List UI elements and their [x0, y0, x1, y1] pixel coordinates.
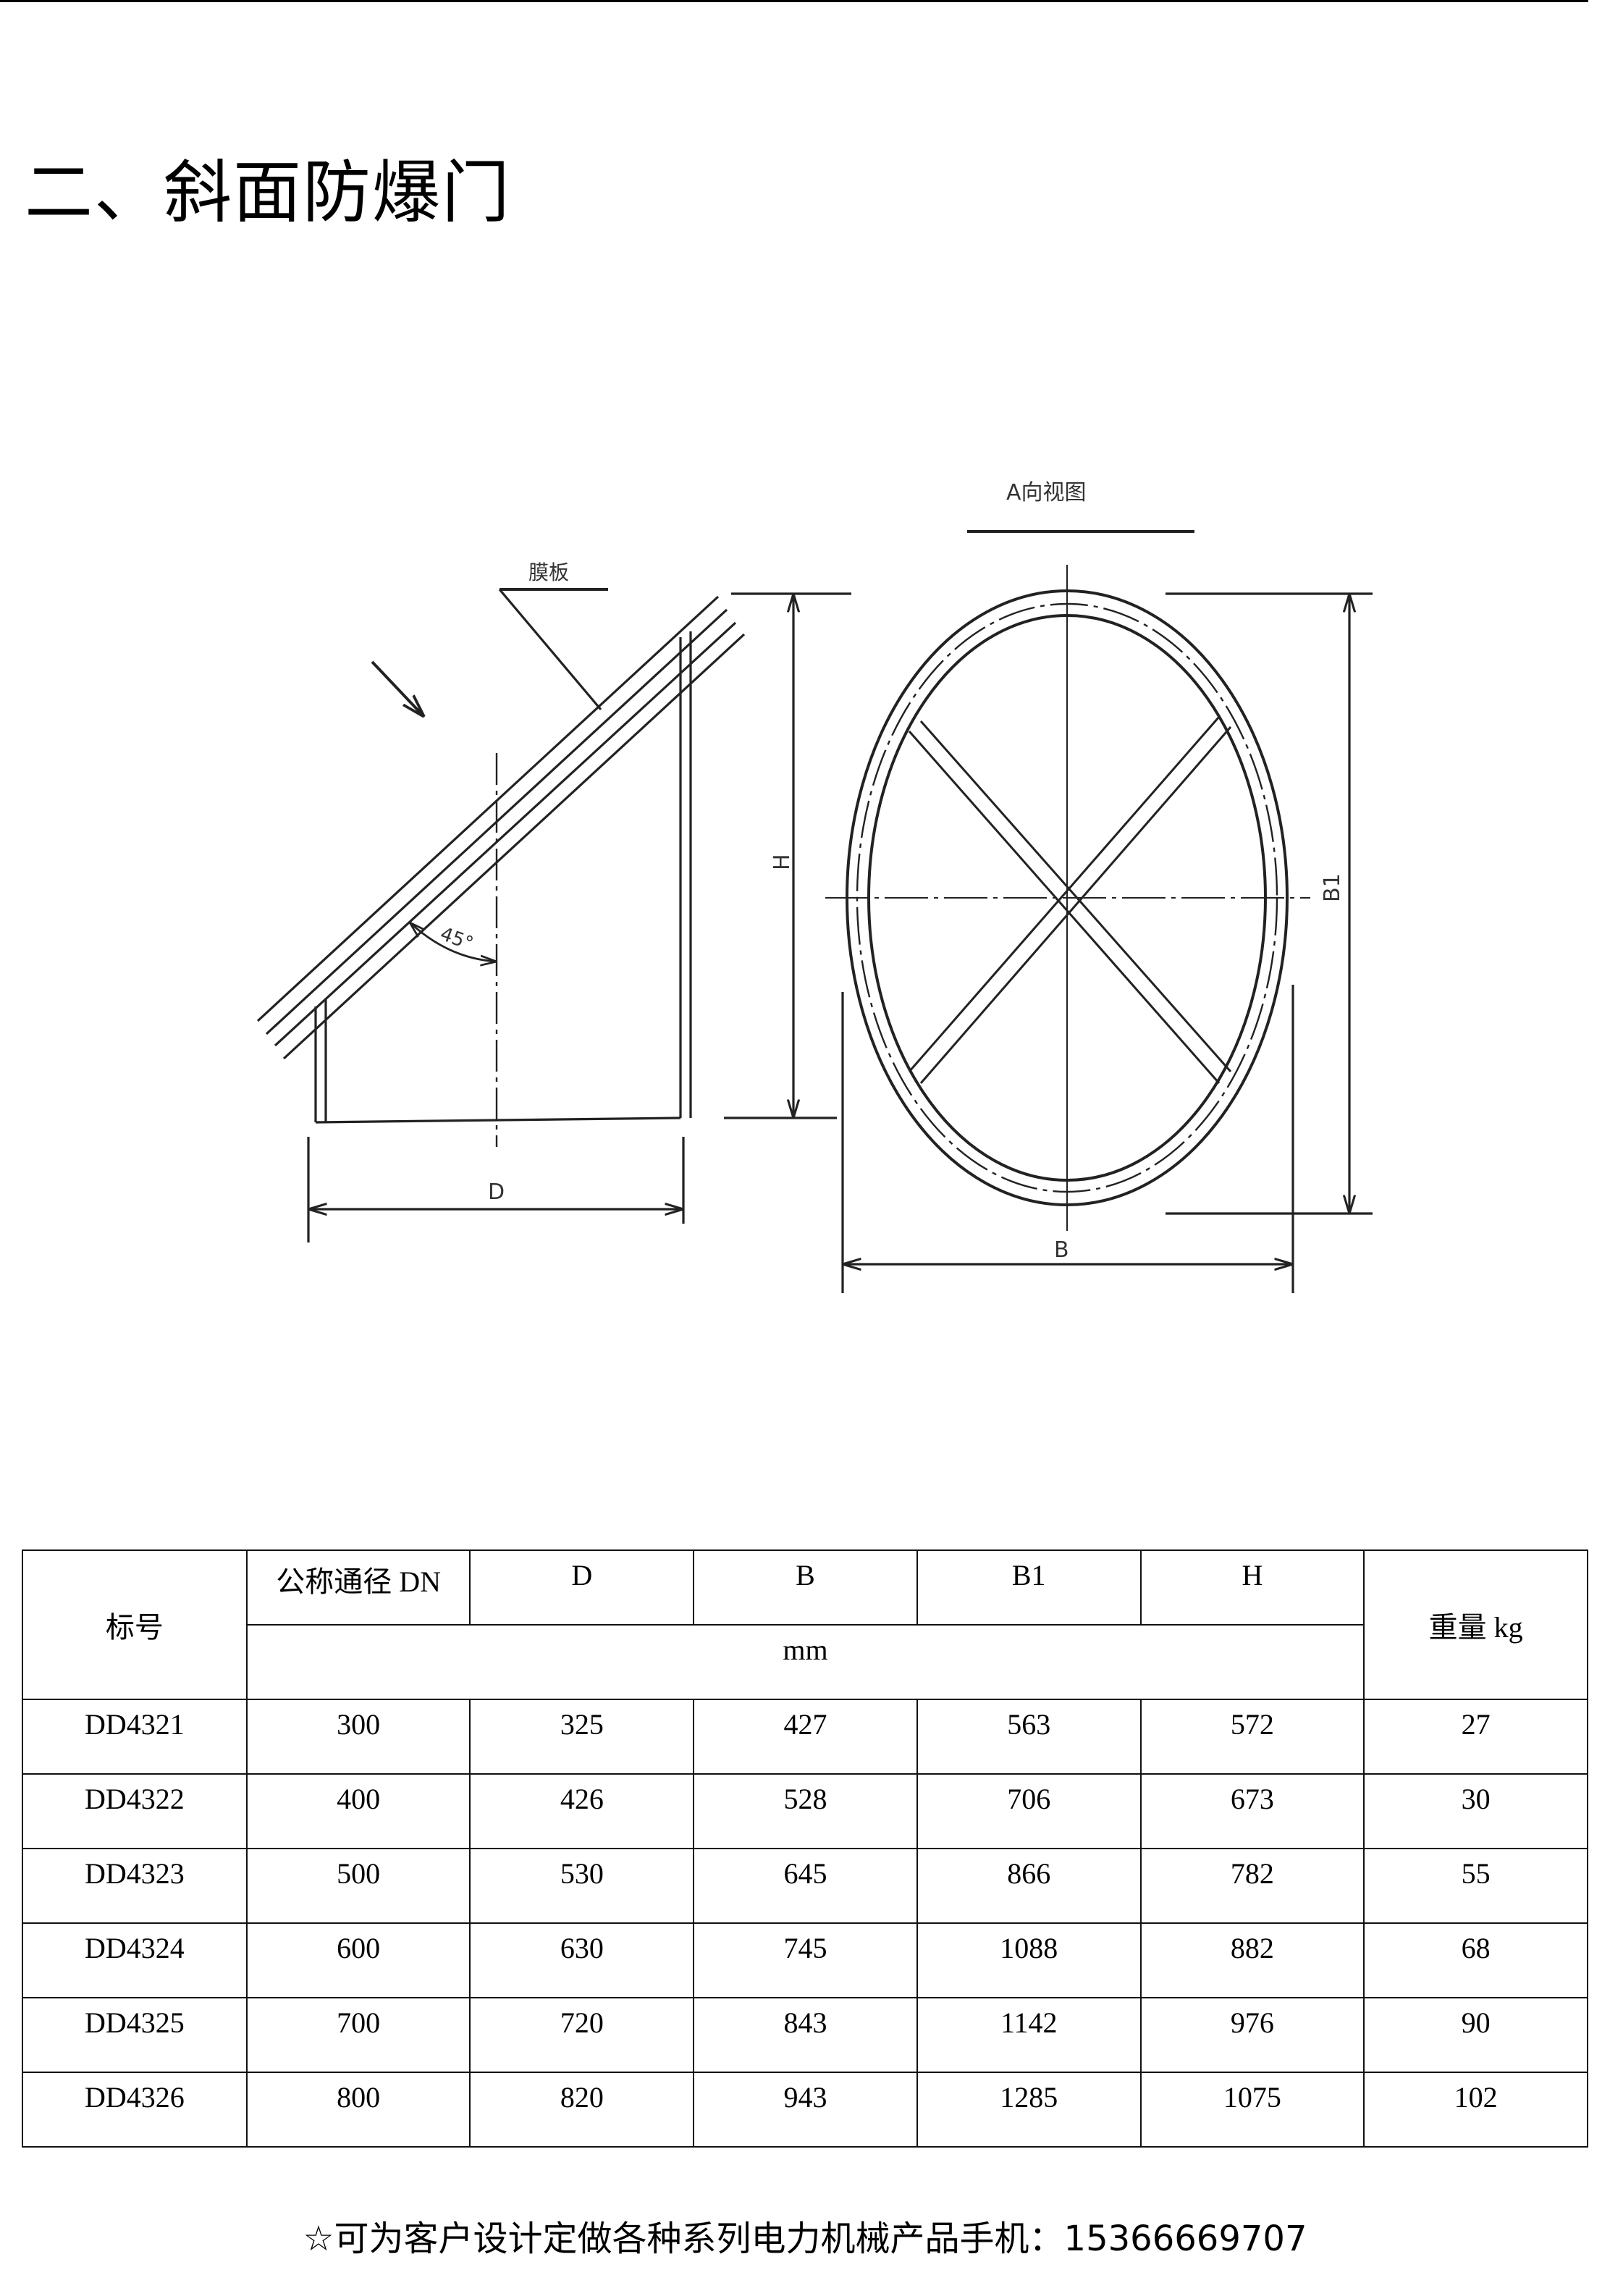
table-cell: DD4321 [22, 1699, 248, 1775]
table-cell: 427 [693, 1699, 918, 1775]
header-dn: 公称通径 DN [245, 1549, 471, 1626]
header-code: 标号 [22, 1549, 248, 1700]
side-view [256, 588, 851, 1242]
table-cell: 630 [469, 1922, 695, 1998]
header-b1: B1 [916, 1549, 1142, 1626]
table-cell: 800 [245, 2072, 471, 2148]
diameter-dimension-label: D [488, 1179, 505, 1205]
front-view [825, 530, 1373, 1293]
table-cell: 30 [1363, 1773, 1588, 1849]
table-cell: 1075 [1139, 2072, 1365, 2148]
table-cell: DD4326 [22, 2072, 248, 2148]
table-cell: 820 [469, 2072, 695, 2148]
table-header-row: 标号 公称通径 DN D B B1 H 重量 kg [22, 1549, 1588, 1700]
table-cell: 27 [1363, 1699, 1588, 1775]
table-cell: 645 [693, 1848, 918, 1924]
table-cell: 426 [469, 1773, 695, 1849]
header-unit: mm [245, 1624, 1365, 1700]
table-cell: 90 [1363, 1997, 1588, 2073]
table-unit-row: mm [22, 1624, 1588, 1700]
table-cell: 600 [245, 1922, 471, 1998]
angle-label: 45° [437, 923, 476, 955]
table-cell: 976 [1139, 1997, 1365, 2073]
table-cell: 720 [469, 1997, 695, 2073]
table-cell: 943 [693, 2072, 918, 2148]
table-cell: 866 [916, 1848, 1142, 1924]
b-dimension-label: B [1054, 1237, 1069, 1263]
header-d: D [469, 1549, 695, 1626]
table-cell: 572 [1139, 1699, 1365, 1775]
height-dimension-label: H [770, 854, 795, 870]
membrane-label: 膜板 [528, 560, 569, 584]
technical-drawing: 膜板 45° H D A向视图 B1 B [256, 480, 1373, 1293]
page-title: 二、斜面防爆门 [25, 154, 512, 232]
table-cell: 68 [1363, 1922, 1588, 1998]
table-cell: DD4325 [22, 1997, 248, 2073]
table-cell: 745 [693, 1922, 918, 1998]
table-cell: DD4323 [22, 1848, 248, 1924]
front-view-title: A向视图 [1006, 480, 1087, 505]
table-cell: DD4324 [22, 1922, 248, 1998]
table-cell: 1088 [916, 1922, 1142, 1998]
header-b: B [693, 1549, 918, 1626]
table-cell: 528 [693, 1773, 918, 1849]
table-cell: DD4322 [22, 1773, 248, 1849]
table-cell: 563 [916, 1699, 1142, 1775]
table-cell: 102 [1363, 2072, 1588, 2148]
table-cell: 400 [245, 1773, 471, 1849]
table-cell: 1142 [916, 1997, 1142, 2073]
table-cell: 300 [245, 1699, 471, 1775]
top-rule [0, 0, 1588, 2]
table-cell: 1285 [916, 2072, 1142, 2148]
header-h: H [1139, 1549, 1365, 1626]
table-cell: 706 [916, 1773, 1142, 1849]
table-cell: 673 [1139, 1773, 1365, 1849]
table-cell: 700 [245, 1997, 471, 2073]
table-cell: 782 [1139, 1848, 1365, 1924]
table-cell: 530 [469, 1848, 695, 1924]
table-cell: 55 [1363, 1848, 1588, 1924]
footer-contact: ☆可为客户设计定做各种系列电力机械产品手机：15366669707 [303, 2219, 1307, 2259]
table-cell: 500 [245, 1848, 471, 1924]
table-cell: 843 [693, 1997, 918, 2073]
table-cell: 325 [469, 1699, 695, 1775]
header-weight: 重量 kg [1363, 1549, 1588, 1700]
b1-dimension-label: B1 [1320, 873, 1345, 902]
table-cell: 882 [1139, 1922, 1365, 1998]
